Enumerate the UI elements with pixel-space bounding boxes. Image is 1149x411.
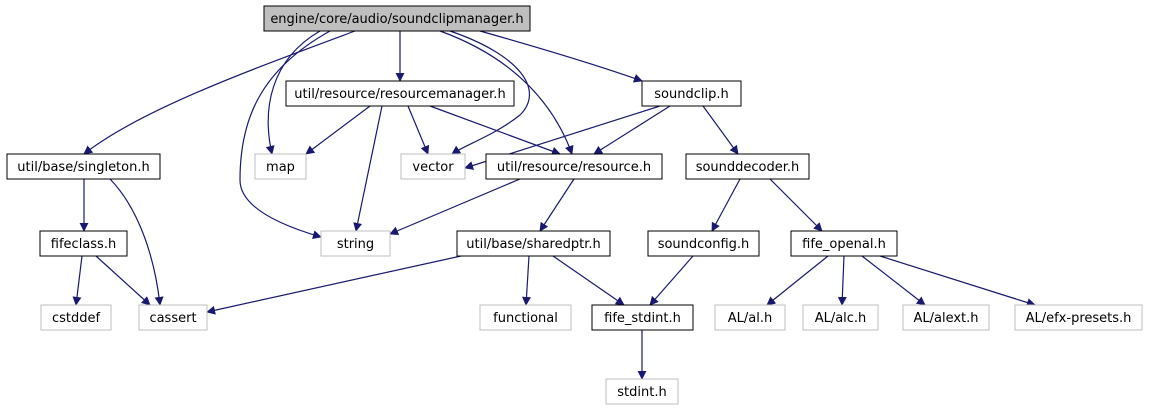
edge-resourcemanager-to-vector <box>407 105 430 155</box>
edge-sharedptr-to-cassert <box>206 253 471 315</box>
node-sounddecoder[interactable]: sounddecoder.h <box>685 153 810 180</box>
node-efxpresets: AL/efx-presets.h <box>1014 304 1143 331</box>
node-box <box>400 153 466 180</box>
node-cstddef: cstddef <box>40 304 112 331</box>
node-box <box>714 304 786 331</box>
node-box <box>40 304 112 331</box>
nodes-layer: engine/core/audio/soundclipmanager.h util… <box>6 5 1143 405</box>
edge-root-to-singleton <box>83 30 356 155</box>
node-label: AL/alc.h <box>815 311 867 326</box>
node-box <box>254 153 307 180</box>
node-box <box>647 230 760 257</box>
node-soundclip[interactable]: soundclip.h <box>641 80 742 107</box>
node-label: functional <box>493 311 558 326</box>
edge-resource-to-sharedptr <box>539 178 575 232</box>
edge-sharedptr-to-functional <box>522 255 531 306</box>
edge-soundclip-to-sounddecoder <box>702 105 739 155</box>
node-box <box>802 304 879 331</box>
node-label: cstddef <box>52 311 101 326</box>
node-alh: AL/al.h <box>714 304 786 331</box>
edge-soundclip-to-resource <box>593 105 671 155</box>
node-functional: functional <box>479 304 572 331</box>
node-fifestdint[interactable]: fife_stdint.h <box>591 304 694 331</box>
node-box <box>1014 304 1143 331</box>
edge-fifeopenal-to-alch <box>837 255 847 306</box>
node-label: util/resource/resourcemanager.h <box>294 87 505 102</box>
node-box <box>263 5 531 32</box>
edge-root-to-soundclip <box>479 30 643 83</box>
node-vector: vector <box>400 153 466 180</box>
edge-root-to-resource <box>439 30 574 155</box>
node-resourcemanager[interactable]: util/resource/resourcemanager.h <box>285 80 515 107</box>
node-box <box>605 378 679 405</box>
node-alch: AL/alc.h <box>802 304 879 331</box>
node-label: soundconfig.h <box>658 237 750 252</box>
edge-sharedptr-to-fifestdint <box>552 255 625 306</box>
node-box <box>902 304 990 331</box>
node-label: string <box>337 237 374 252</box>
node-label: fife_stdint.h <box>604 311 681 326</box>
node-label: vector <box>412 160 454 175</box>
node-sharedptr[interactable]: util/base/sharedptr.h <box>456 230 611 257</box>
node-label: util/resource/resource.h <box>497 160 651 175</box>
edge-fifeopenal-to-efxpresets <box>879 255 1036 307</box>
node-stdint: stdint.h <box>605 378 679 405</box>
node-label: soundclip.h <box>654 87 728 102</box>
node-alexth: AL/alext.h <box>902 304 990 331</box>
edge-fifeclass-to-cassert <box>95 255 151 306</box>
node-label: fifeclass.h <box>51 237 116 252</box>
edge-singleton-to-cassert <box>109 178 164 306</box>
node-box <box>39 230 128 257</box>
edge-fifeopenal-to-alexth <box>861 255 926 306</box>
edge-sounddecoder-to-fifeopenal <box>769 178 823 232</box>
node-root[interactable]: engine/core/audio/soundclipmanager.h <box>263 5 531 32</box>
node-box <box>6 153 161 180</box>
edge-soundconfig-to-fifestdint <box>649 255 694 306</box>
edge-resourcemanager-to-string <box>353 105 383 232</box>
node-fifeopenal[interactable]: fife_openal.h <box>790 230 898 257</box>
node-label: AL/al.h <box>728 311 772 326</box>
node-map: map <box>254 153 307 180</box>
node-singleton[interactable]: util/base/singleton.h <box>6 153 161 180</box>
node-soundconfig[interactable]: soundconfig.h <box>647 230 760 257</box>
node-resource[interactable]: util/resource/resource.h <box>485 153 663 180</box>
node-label: stdint.h <box>617 385 666 400</box>
node-box <box>591 304 694 331</box>
node-box <box>641 80 742 107</box>
node-box <box>479 304 572 331</box>
node-label: util/base/singleton.h <box>17 160 149 175</box>
edge-fifeclass-to-cstddef <box>72 255 83 306</box>
node-label: AL/efx-presets.h <box>1026 311 1132 326</box>
node-label: util/base/sharedptr.h <box>466 237 600 252</box>
node-box <box>456 230 611 257</box>
node-fifeclass[interactable]: fifeclass.h <box>39 230 128 257</box>
node-box <box>285 80 515 107</box>
node-label: fife_openal.h <box>802 237 886 252</box>
edge-resource-to-string <box>389 178 521 235</box>
node-label: sounddecoder.h <box>696 160 800 175</box>
edge-root-to-vector <box>449 30 530 155</box>
node-label: AL/alext.h <box>913 311 978 326</box>
edge-resourcemanager-to-resource <box>429 105 561 156</box>
node-box <box>138 304 208 331</box>
edge-sounddecoder-to-soundconfig <box>711 178 741 232</box>
node-label: cassert <box>149 311 196 326</box>
node-box <box>320 230 391 257</box>
node-box <box>790 230 898 257</box>
edge-fifeopenal-to-alh <box>766 255 829 306</box>
node-string: string <box>320 230 391 257</box>
node-box <box>685 153 810 180</box>
edge-resourcemanager-to-map <box>305 105 371 155</box>
edge-root-to-string <box>239 30 331 240</box>
node-label: engine/core/audio/soundclipmanager.h <box>270 12 523 27</box>
node-label: map <box>266 160 295 175</box>
node-cassert: cassert <box>138 304 208 331</box>
edge-root-to-map <box>265 30 321 155</box>
node-box <box>485 153 663 180</box>
